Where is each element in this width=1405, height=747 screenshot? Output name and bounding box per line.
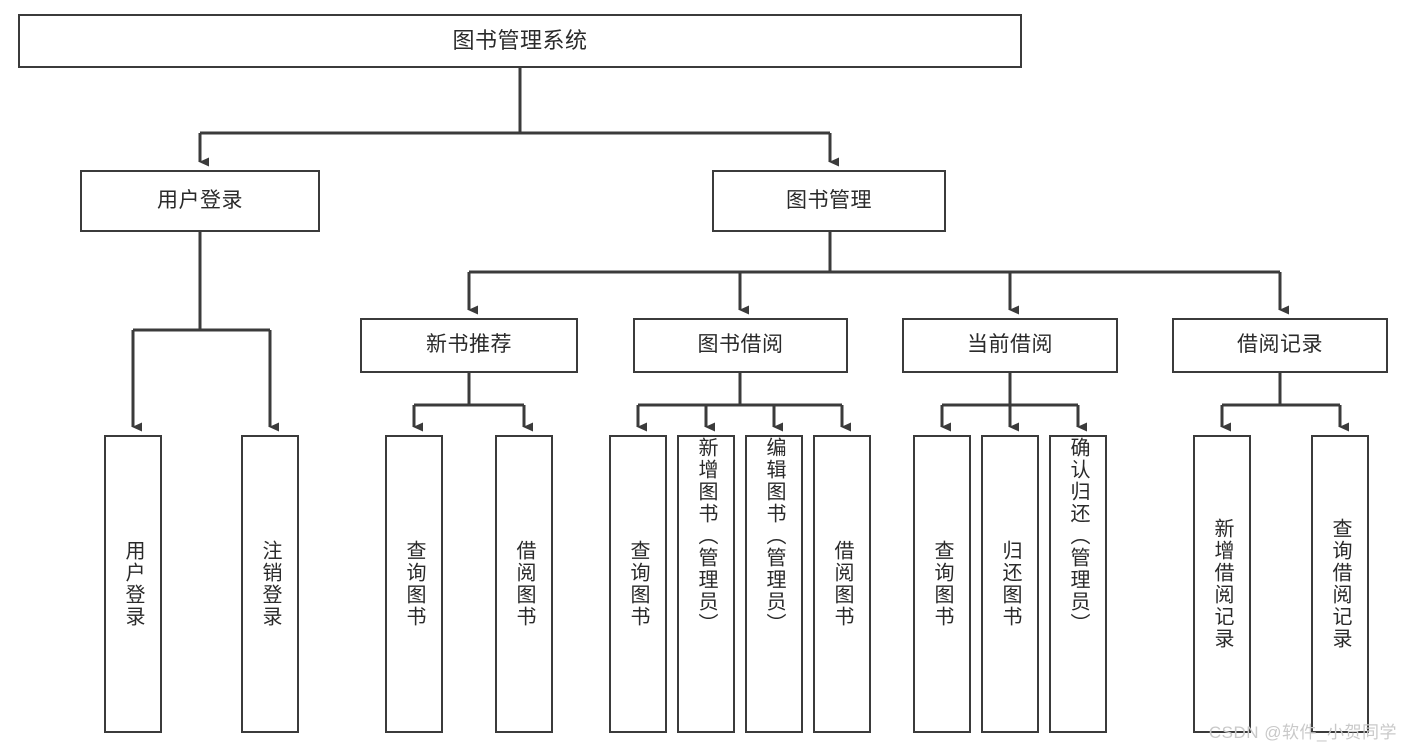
node-label: 查询图书: [931, 540, 953, 628]
node-label: 归还图书: [999, 540, 1021, 628]
node-label: 用户登录: [122, 540, 144, 628]
leaf-add-borrow-record[interactable]: 新增借阅记录: [1193, 435, 1251, 733]
node-label: 查询借阅记录: [1329, 518, 1351, 650]
watermark-text: CSDN @软件_小贺同学: [1208, 723, 1397, 742]
node-current-borrow[interactable]: 当前借阅: [902, 318, 1118, 373]
node-label: 借阅图书: [513, 540, 535, 628]
node-label: 图书管理系统: [452, 28, 588, 54]
node-label: 新增图书（管理员）: [695, 437, 717, 635]
node-label: 图书借阅: [697, 333, 784, 357]
leaf-query-borrow-record[interactable]: 查询借阅记录: [1311, 435, 1369, 733]
node-label: 编辑图书（管理员）: [763, 437, 785, 635]
leaf-add-book[interactable]: 新增图书（管理员）: [677, 435, 735, 733]
node-label: 确认归还（管理员）: [1067, 437, 1089, 635]
leaf-logout-login[interactable]: 注销登录: [241, 435, 299, 733]
node-label: 查询图书: [403, 540, 425, 628]
node-label: 借阅图书: [831, 540, 853, 628]
leaf-borrow-book[interactable]: 借阅图书: [813, 435, 871, 733]
node-root-system[interactable]: 图书管理系统: [18, 14, 1022, 68]
node-book-management[interactable]: 图书管理: [712, 170, 946, 232]
leaf-query-book-current[interactable]: 查询图书: [913, 435, 971, 733]
node-label: 借阅记录: [1237, 333, 1323, 357]
leaf-query-book-recommend[interactable]: 查询图书: [385, 435, 443, 733]
leaf-return-book[interactable]: 归还图书: [981, 435, 1039, 733]
leaf-borrow-book-recommend[interactable]: 借阅图书: [495, 435, 553, 733]
leaf-user-login[interactable]: 用户登录: [104, 435, 162, 733]
node-borrow-record[interactable]: 借阅记录: [1172, 318, 1388, 373]
node-label: 新书推荐: [426, 333, 512, 357]
leaf-edit-book[interactable]: 编辑图书（管理员）: [745, 435, 803, 733]
node-book-borrow[interactable]: 图书借阅: [633, 318, 848, 373]
node-label: 当前借阅: [967, 333, 1053, 357]
node-user-login[interactable]: 用户登录: [80, 170, 320, 232]
node-label: 新增借阅记录: [1211, 518, 1233, 650]
node-label: 图书管理: [786, 188, 872, 212]
leaf-confirm-return[interactable]: 确认归还（管理员）: [1049, 435, 1107, 733]
node-label: 用户登录: [157, 188, 243, 212]
node-new-book-recommend[interactable]: 新书推荐: [360, 318, 578, 373]
node-label: 注销登录: [259, 540, 281, 628]
node-label: 查询图书: [627, 540, 649, 628]
leaf-query-book-borrow[interactable]: 查询图书: [609, 435, 667, 733]
